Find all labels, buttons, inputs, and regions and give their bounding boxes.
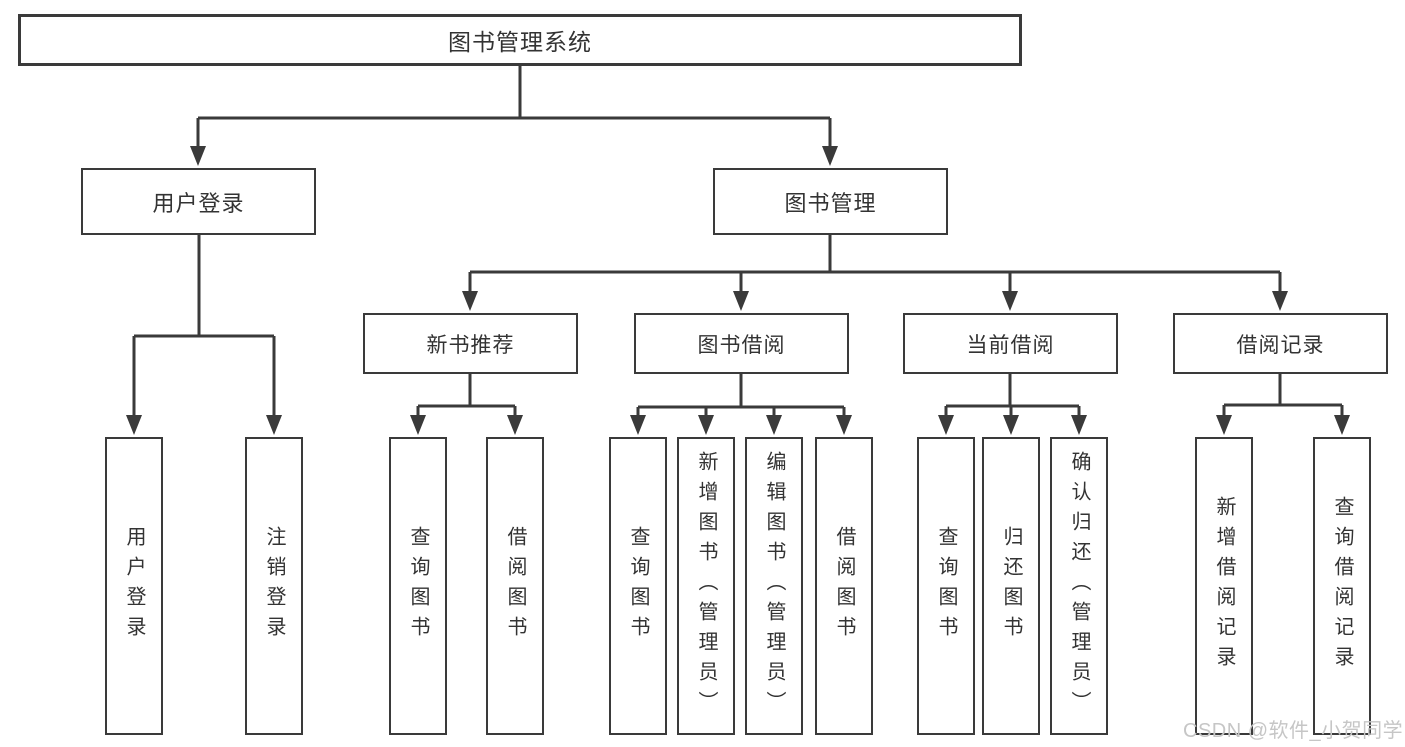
node-label: 注销登录 — [263, 526, 285, 646]
node-label: 新增图书（管理员） — [695, 451, 717, 721]
node-label: 查询图书 — [935, 526, 957, 646]
node-label: 当前借阅 — [966, 333, 1055, 357]
node-label: 编辑图书（管理员） — [763, 451, 785, 721]
node-label: 查询图书 — [627, 526, 649, 646]
node-label: 图书借阅 — [697, 333, 786, 357]
leaf-borrow-books: 借阅图书 — [815, 437, 873, 735]
node-new-book-recommendation: 新书推荐 — [363, 313, 578, 374]
leaf-return-books: 归还图书 — [982, 437, 1040, 735]
leaf-user-login: 用户登录 — [105, 437, 163, 735]
csdn-watermark: CSDN @软件_小贺同学 — [1183, 720, 1404, 742]
node-label: 借阅图书 — [833, 526, 855, 646]
node-label: 图书管理 — [784, 190, 877, 216]
node-library-management-system: 图书管理系统 — [18, 14, 1022, 66]
leaf-edit-books-admin: 编辑图书（管理员） — [745, 437, 803, 735]
node-borrowing-records: 借阅记录 — [1173, 313, 1388, 374]
node-user-login: 用户登录 — [81, 168, 316, 235]
node-label: 确认归还（管理员） — [1068, 451, 1090, 721]
leaf-add-books-admin: 新增图书（管理员） — [677, 437, 735, 735]
node-label: 借阅图书 — [504, 526, 526, 646]
node-current-borrowing: 当前借阅 — [903, 313, 1118, 374]
leaf-query-books-recommend: 查询图书 — [389, 437, 447, 735]
node-label: 查询借阅记录 — [1331, 496, 1353, 676]
leaf-query-books-borrow: 查询图书 — [609, 437, 667, 735]
node-book-management: 图书管理 — [713, 168, 948, 235]
node-label: 用户登录 — [152, 190, 245, 216]
leaf-borrow-books-recommend: 借阅图书 — [486, 437, 544, 735]
node-label: 新书推荐 — [426, 333, 515, 357]
leaf-logout: 注销登录 — [245, 437, 303, 735]
leaf-confirm-return-admin: 确认归还（管理员） — [1050, 437, 1108, 735]
node-label: 新增借阅记录 — [1213, 496, 1235, 676]
node-book-borrowing: 图书借阅 — [634, 313, 849, 374]
leaf-query-borrow-record: 查询借阅记录 — [1313, 437, 1371, 735]
leaf-query-books-current: 查询图书 — [917, 437, 975, 735]
node-label: 查询图书 — [407, 526, 429, 646]
node-label: 借阅记录 — [1236, 333, 1325, 357]
node-label: 用户登录 — [123, 526, 145, 646]
leaf-add-borrow-record: 新增借阅记录 — [1195, 437, 1253, 735]
node-label: 归还图书 — [1000, 526, 1022, 646]
node-label: 图书管理系统 — [448, 29, 592, 55]
